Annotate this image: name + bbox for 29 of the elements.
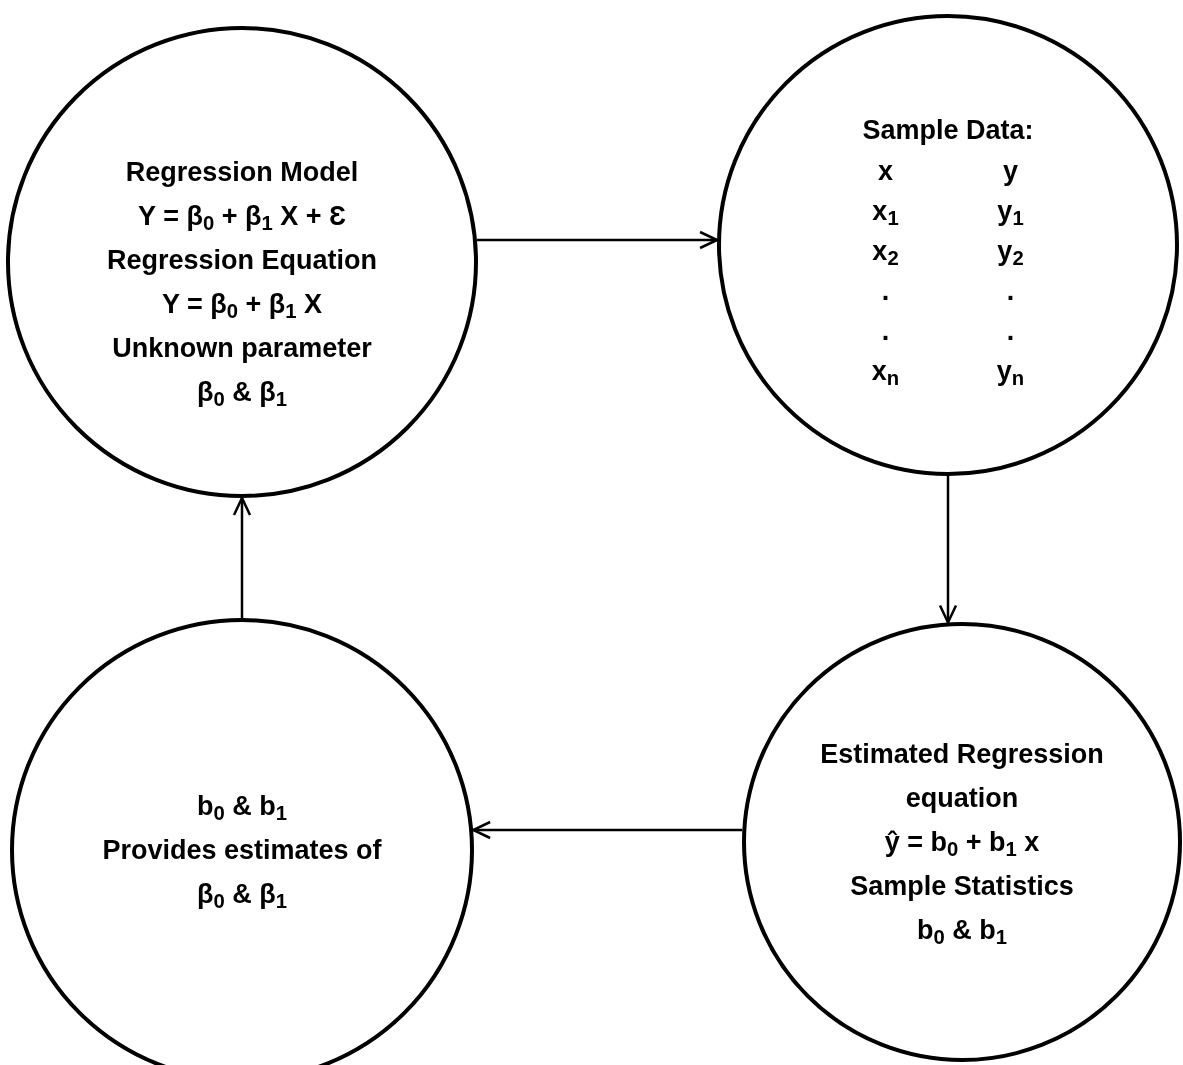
table-cell-text: x$_{n}$ xyxy=(870,355,901,391)
table-cell-text: x$_{1}$ xyxy=(871,195,900,231)
table-cell-text: y$_{n}$ xyxy=(995,355,1026,391)
node-text: Provides estimates of xyxy=(102,834,382,867)
node-text: Y = β$_{0}$ + β$_{1}$ X + Ɛ xyxy=(138,200,346,237)
arrow xyxy=(476,230,719,250)
node-heading: Sample Data: xyxy=(862,114,1034,147)
table-cell-text: x$_{2}$ xyxy=(871,235,900,271)
node-text: β$_{0}$ & β$_{1}$ xyxy=(197,376,287,413)
node-text: ŷ = b$_{0}$ + b$_{1}$ x xyxy=(884,826,1040,863)
node-text: Sample Statistics xyxy=(850,870,1074,903)
table-cell-text: y$_{1}$ xyxy=(996,195,1025,231)
table-cell-text: y$_{2}$ xyxy=(996,235,1025,271)
node-text: b$_{0}$ & b$_{1}$ xyxy=(917,914,1007,951)
node-text: Unknown parameter xyxy=(112,332,372,365)
table-cell-text: . xyxy=(1005,315,1016,348)
table-cell-text: x xyxy=(877,155,894,188)
node-text: β$_{0}$ & β$_{1}$ xyxy=(197,878,287,915)
node-text: Regression Model xyxy=(125,156,359,189)
arrow xyxy=(232,496,252,618)
node-text: Y = β$_{0}$ + β$_{1}$ X xyxy=(161,288,323,325)
table-cell-text: . xyxy=(880,275,891,308)
arrow xyxy=(938,476,958,624)
node-text: b$_{0}$ & b$_{1}$ xyxy=(197,790,287,827)
table-cell-text: . xyxy=(1005,275,1016,308)
node-text: Regression Equation xyxy=(106,244,377,277)
table-cell-text: y xyxy=(1002,155,1019,188)
table-cell-text: . xyxy=(880,315,891,348)
arrow xyxy=(471,820,743,840)
